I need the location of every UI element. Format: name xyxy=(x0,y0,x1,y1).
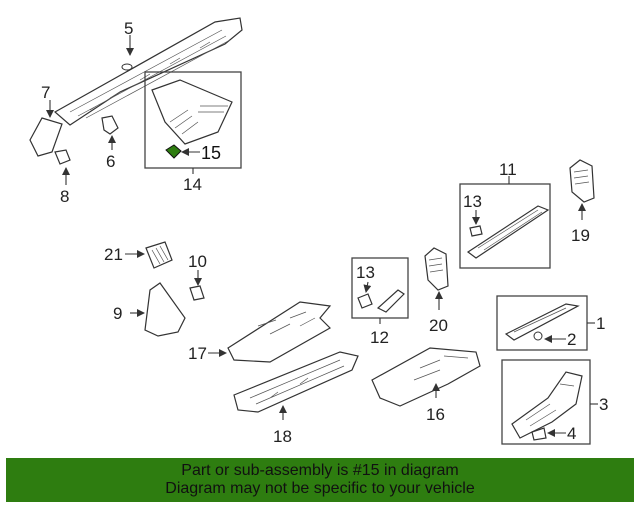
callout-13a: 13 xyxy=(463,192,482,211)
part-1-trim-strip xyxy=(504,303,580,341)
part-16-floor-trim xyxy=(371,347,481,407)
part-3-pillar-trim xyxy=(511,371,583,441)
callout-12: 12 xyxy=(370,328,389,347)
callout-2: 2 xyxy=(567,330,576,349)
part-11-sill-trim xyxy=(466,205,550,259)
callout-13b: 13 xyxy=(356,263,375,282)
callout-19: 19 xyxy=(571,226,590,245)
part-21-vent xyxy=(145,241,173,269)
callout-11: 11 xyxy=(499,160,517,179)
leader-13b xyxy=(363,281,372,293)
part-9-end-cap xyxy=(144,282,186,337)
part-19-cover xyxy=(569,159,595,203)
callout-7: 7 xyxy=(41,83,50,102)
callout-17: 17 xyxy=(188,344,207,363)
detail-box-11 xyxy=(459,183,551,269)
callout-18: 18 xyxy=(273,427,292,446)
part-20-cover xyxy=(424,247,449,291)
detail-box-3 xyxy=(501,359,591,445)
part-10-clip xyxy=(189,285,205,301)
callout-10: 10 xyxy=(188,252,207,271)
callout-9: 9 xyxy=(113,304,122,323)
footer-line-2: Diagram may not be specific to your vehi… xyxy=(165,480,475,497)
part-6-clip xyxy=(101,115,119,135)
part-7-trim-piece xyxy=(29,117,63,157)
callout-6: 6 xyxy=(106,152,115,171)
part-18-lower-trim xyxy=(233,351,359,413)
footer-line-1: Part or sub-assembly is #15 in diagram xyxy=(181,462,459,479)
callout-20: 20 xyxy=(429,316,448,335)
callout-15: 15 xyxy=(201,143,221,163)
callout-8: 8 xyxy=(60,187,69,206)
part-8-clip xyxy=(54,149,71,165)
part-15-highlighted-clip xyxy=(165,144,182,159)
callout-14: 14 xyxy=(183,175,202,194)
part-17-floor-panel xyxy=(227,301,332,363)
callout-21: 21 xyxy=(104,245,123,264)
callout-1: 1 xyxy=(596,314,605,333)
callout-3: 3 xyxy=(599,395,608,414)
callout-5: 5 xyxy=(124,19,133,38)
parts-diagram: 5 7 8 6 15 14 11 13 19 xyxy=(29,17,608,446)
callout-4: 4 xyxy=(567,424,576,443)
footer-banner: Part or sub-assembly is #15 in diagram D… xyxy=(6,458,634,502)
callout-16: 16 xyxy=(426,405,445,424)
part-12-bracket xyxy=(357,289,405,313)
part-14-trim-panel xyxy=(151,79,233,145)
